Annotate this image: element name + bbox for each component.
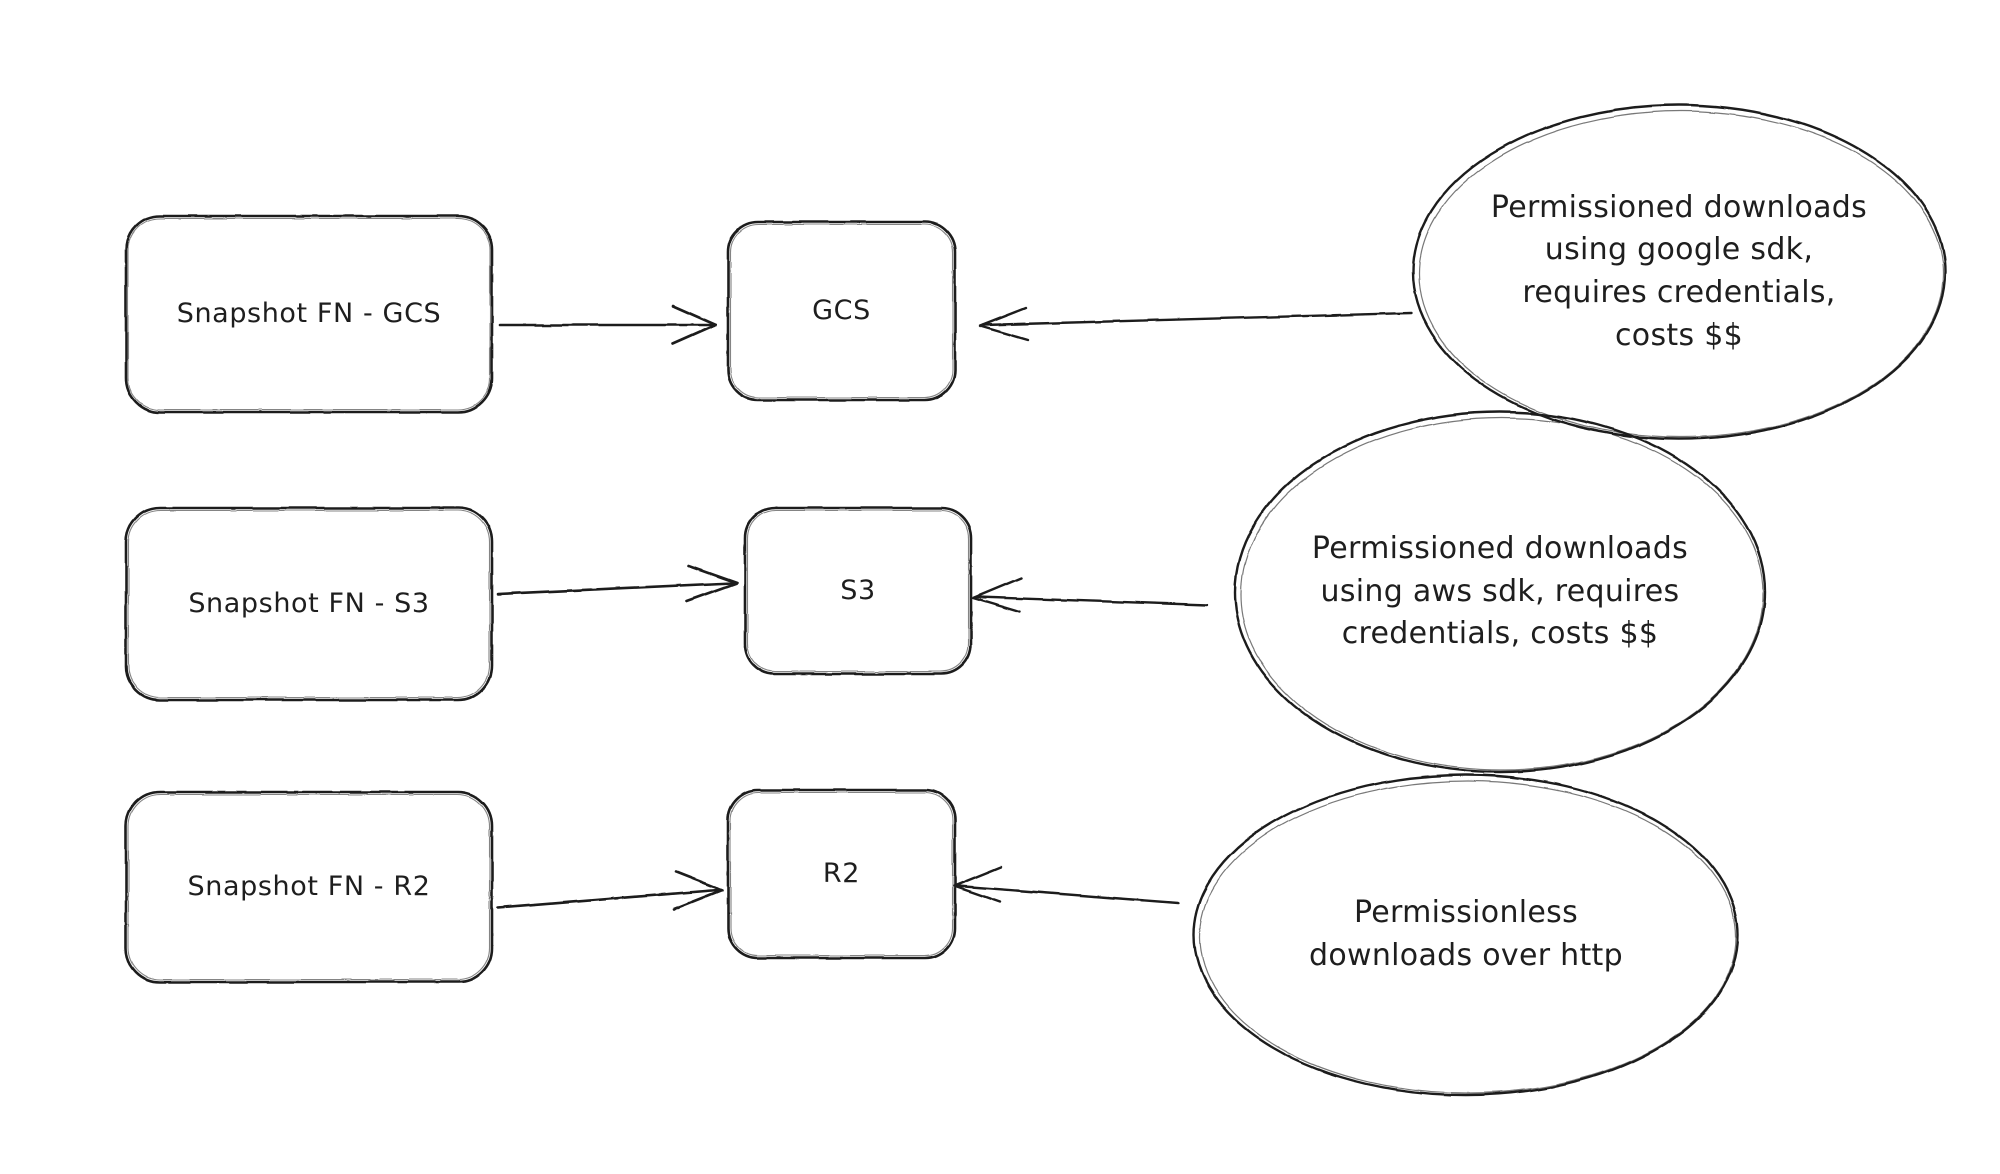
edge-source-to-gcs[interactable] bbox=[498, 305, 718, 347]
source-box-gcs-shape bbox=[124, 214, 494, 414]
note-ellipse-r2[interactable] bbox=[1194, 775, 1738, 1095]
note-ellipse-gcs[interactable] bbox=[1413, 105, 1945, 439]
arrow-note-to-r2 bbox=[952, 865, 1180, 905]
source-box-r2-shape bbox=[124, 790, 494, 984]
source-box-r2[interactable] bbox=[126, 792, 492, 982]
target-box-s3[interactable] bbox=[745, 508, 971, 674]
source-box-s3-shape bbox=[124, 506, 494, 702]
edge-source-to-r2[interactable] bbox=[496, 872, 726, 916]
note-ellipse-r2-shape bbox=[1192, 773, 1740, 1097]
edge-note-to-gcs[interactable] bbox=[978, 302, 1416, 344]
arrow-source-to-gcs bbox=[498, 304, 718, 346]
arrow-note-to-s3 bbox=[971, 576, 1209, 614]
arrow-source-to-s3 bbox=[496, 564, 739, 603]
source-box-gcs[interactable] bbox=[126, 216, 492, 412]
edge-source-to-s3[interactable] bbox=[496, 565, 740, 607]
edge-note-to-r2[interactable] bbox=[952, 868, 1182, 912]
target-box-r2[interactable] bbox=[728, 790, 955, 958]
note-ellipse-s3[interactable] bbox=[1235, 412, 1765, 772]
note-ellipse-s3-shape bbox=[1233, 410, 1767, 774]
target-box-r2-shape bbox=[726, 788, 957, 960]
source-box-s3[interactable] bbox=[126, 508, 492, 700]
arrow-note-to-gcs bbox=[978, 306, 1414, 342]
target-box-gcs[interactable] bbox=[728, 222, 955, 400]
edge-note-to-s3[interactable] bbox=[970, 578, 1210, 620]
arrow-source-to-r2 bbox=[496, 870, 724, 911]
target-box-s3-shape bbox=[743, 506, 973, 676]
target-box-gcs-shape bbox=[726, 220, 957, 402]
note-ellipse-gcs-shape bbox=[1411, 103, 1947, 441]
